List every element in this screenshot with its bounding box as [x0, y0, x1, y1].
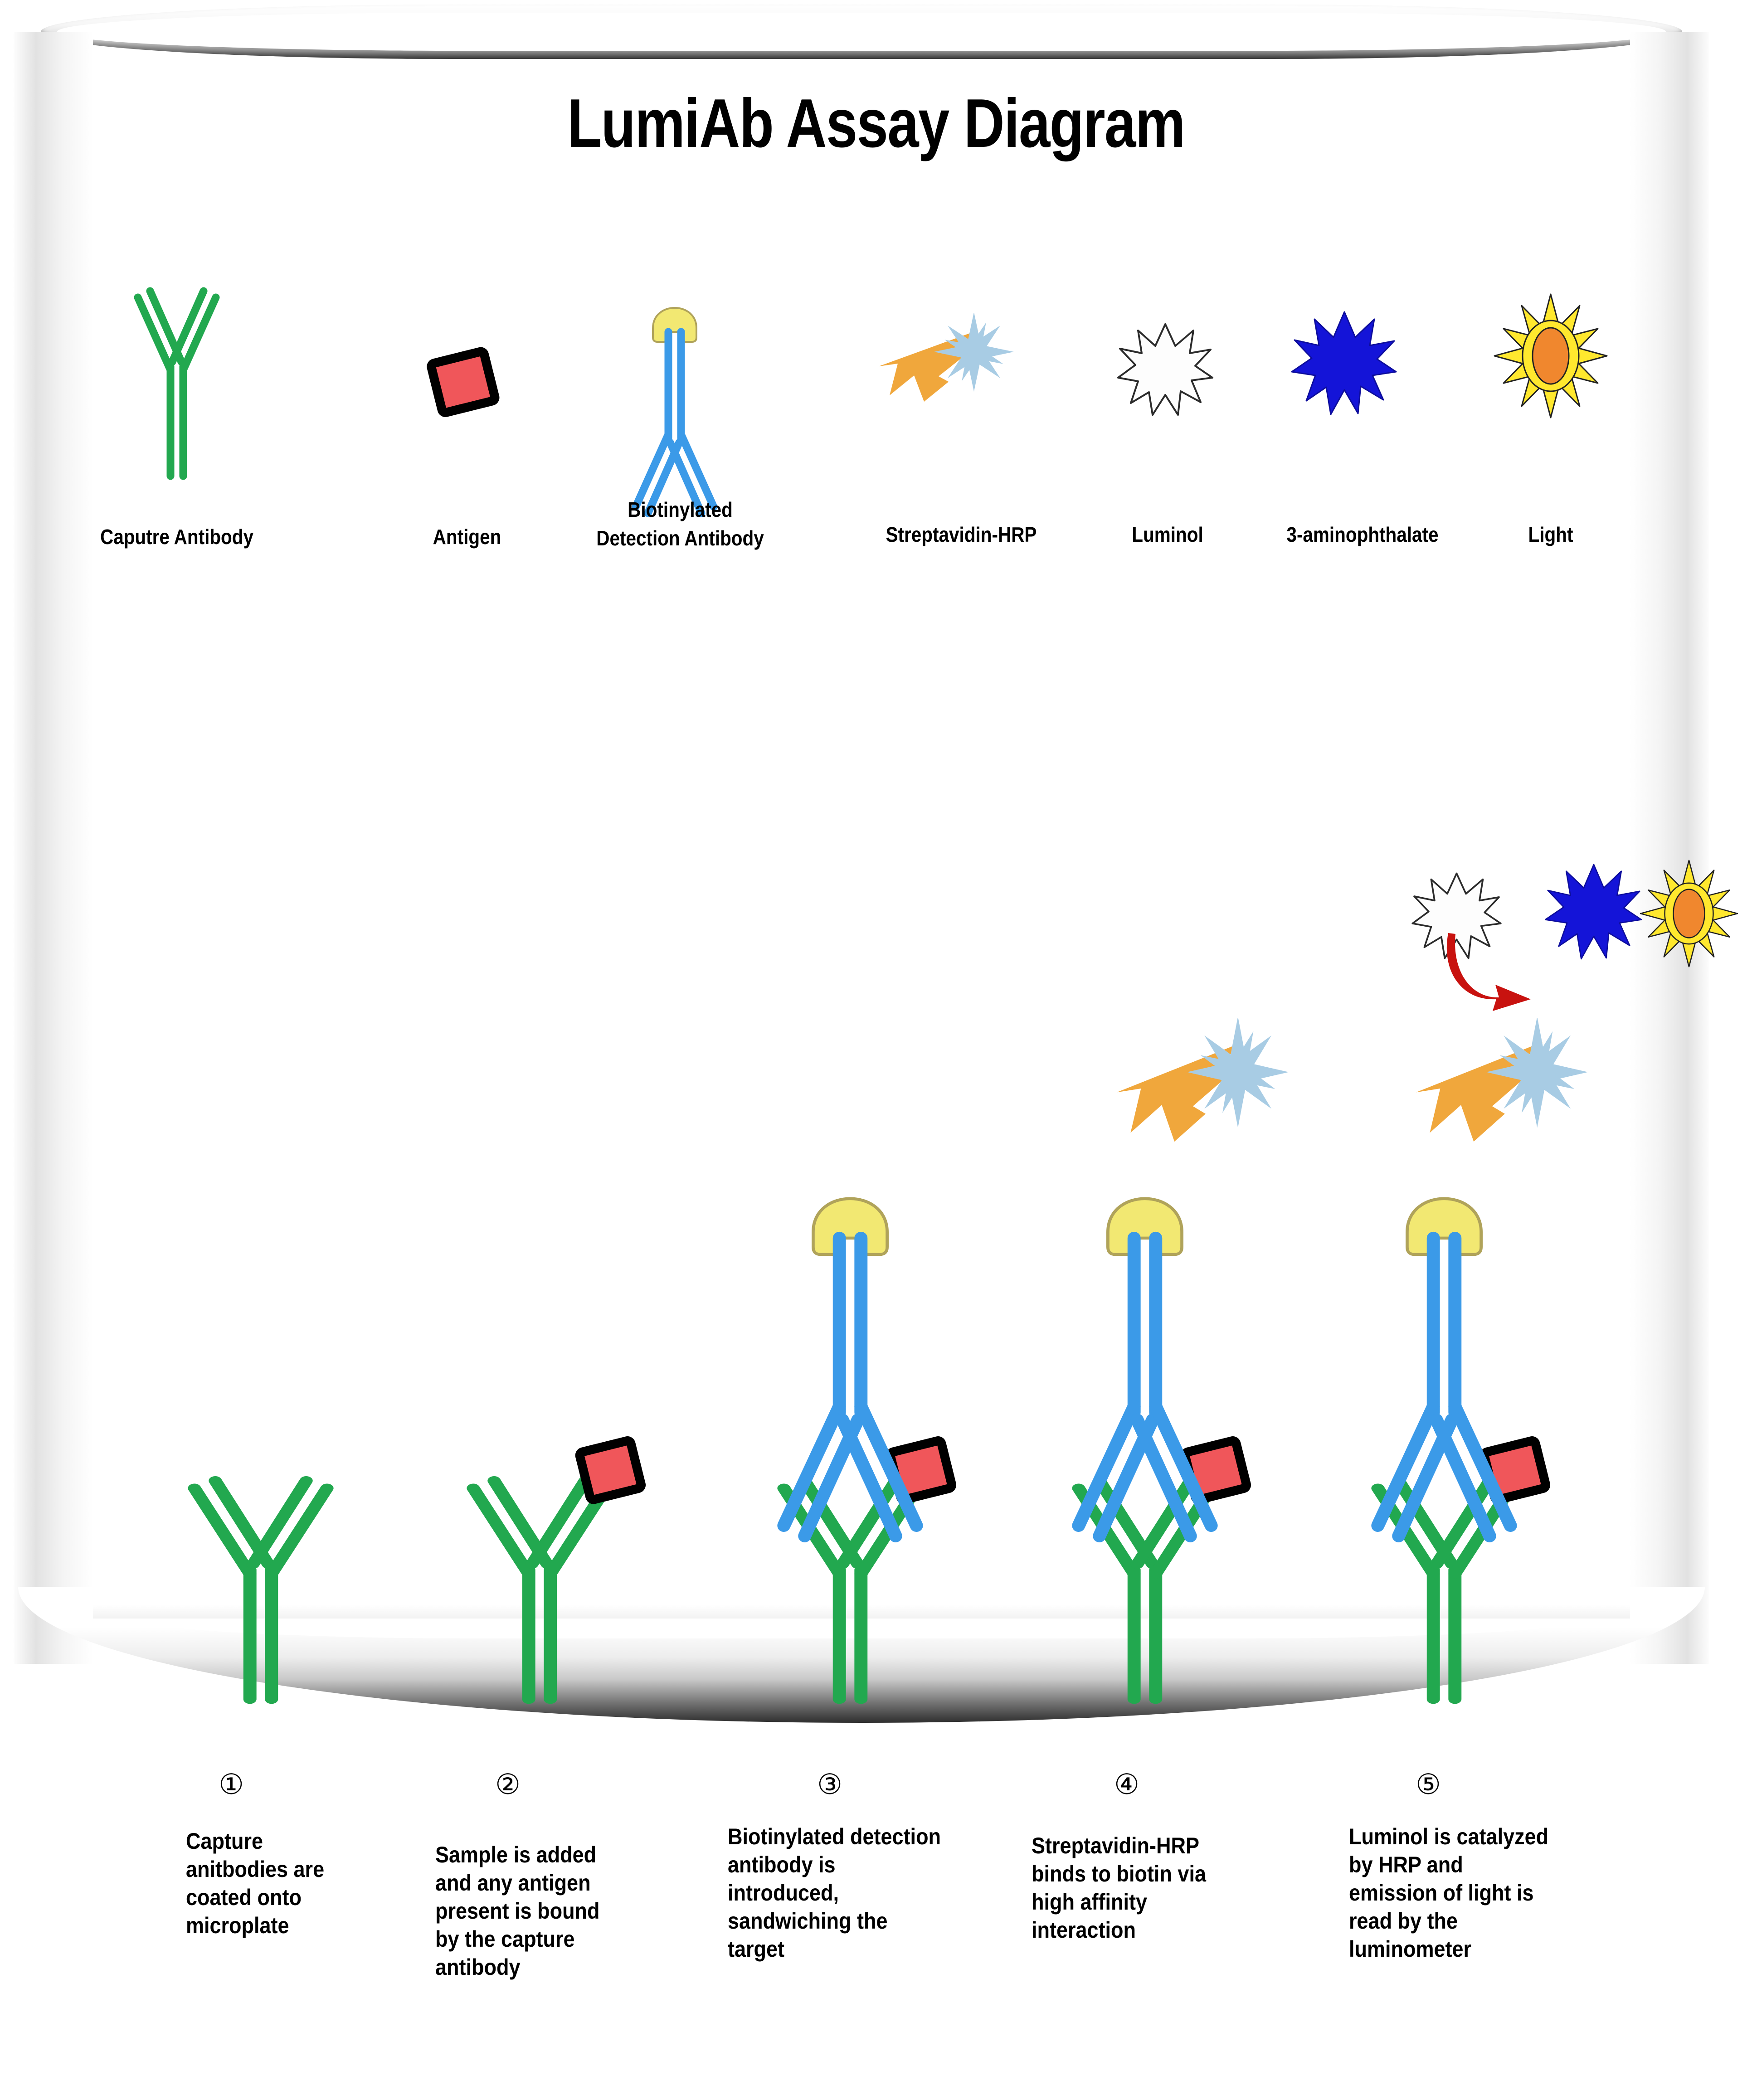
- biotin-cap-icon: [652, 307, 697, 343]
- step-caption-1: Capture anitbodies are coated onto micro…: [186, 1828, 325, 1938]
- biotin-cap-icon: [1106, 1197, 1183, 1256]
- step5-streptavidin-hrp: [1406, 1016, 1596, 1197]
- legend-icon-aminophthalate: [1288, 304, 1401, 424]
- step-number-4: ④: [1114, 1768, 1139, 1801]
- light-core-icon: [1532, 327, 1570, 385]
- hrp-starburst-icon: [1486, 1016, 1588, 1128]
- legend-label-capture-antibody: Caputre Antibody: [100, 525, 254, 549]
- step1-capture-antibody: [184, 1469, 338, 1705]
- step5-luminol-burst: [1408, 864, 1505, 970]
- step-caption-4: Streptavidin-HRP binds to biotin via hig…: [1032, 1833, 1206, 1943]
- legend-icon-luminol: [1113, 317, 1217, 424]
- legend-label-antigen: Antigen: [433, 525, 501, 549]
- step-caption-5: Luminol is catalyzed by HRP and emission…: [1349, 1824, 1549, 1962]
- step-caption-3: Biotinylated detection antibody is intro…: [728, 1824, 941, 1962]
- step-number-3: ③: [817, 1768, 842, 1801]
- legend-label-detection-antibody-line1: Biotinylated: [628, 498, 733, 521]
- hrp-starburst-icon: [1187, 1016, 1289, 1128]
- light-core-icon: [1673, 889, 1705, 938]
- legend-label-aminophthalate: 3-aminophthalate: [1286, 523, 1439, 546]
- legend-label-streptavidin-hrp: Streptavidin-HRP: [886, 523, 1037, 546]
- step-number-5: ⑤: [1416, 1768, 1441, 1801]
- legend-icon-capture-antibody: [131, 281, 222, 481]
- beaker-rim-inner: [57, 13, 1666, 51]
- step3-detection-antibody: [773, 1161, 927, 1473]
- step4-detection-antibody: [1068, 1161, 1222, 1473]
- beaker-wall-right: [1630, 32, 1709, 1664]
- legend-icon-detection-antibody: [629, 285, 720, 475]
- legend-label-detection-antibody-line2: Detection Antibody: [596, 526, 764, 550]
- legend-icon-streptavidin-hrp: [871, 312, 1020, 442]
- beaker-wall-left: [14, 32, 93, 1664]
- biotin-cap-icon: [1406, 1197, 1483, 1256]
- step-caption-2: Sample is added and any antigen present …: [435, 1842, 600, 1980]
- legend-icon-antigen: [422, 340, 508, 428]
- step5-reaction-arrow-icon: [1442, 929, 1548, 1013]
- step5-detection-antibody: [1367, 1161, 1521, 1473]
- legend-label-light: Light: [1528, 523, 1573, 546]
- step5-aminophthalate-burst: [1542, 855, 1646, 970]
- step5-light-sun: [1637, 857, 1741, 972]
- page-title: LumiAb Assay Diagram: [567, 85, 1185, 162]
- hrp-starburst-icon: [934, 312, 1014, 392]
- legend-label-luminol: Luminol: [1132, 523, 1203, 546]
- legend-icon-light: [1492, 290, 1610, 424]
- step2-antigen: [569, 1428, 655, 1517]
- step-number-2: ②: [495, 1768, 521, 1801]
- step4-streptavidin-hrp: [1106, 1016, 1297, 1197]
- biotin-cap-icon: [812, 1197, 889, 1256]
- step-number-1: ①: [219, 1768, 244, 1801]
